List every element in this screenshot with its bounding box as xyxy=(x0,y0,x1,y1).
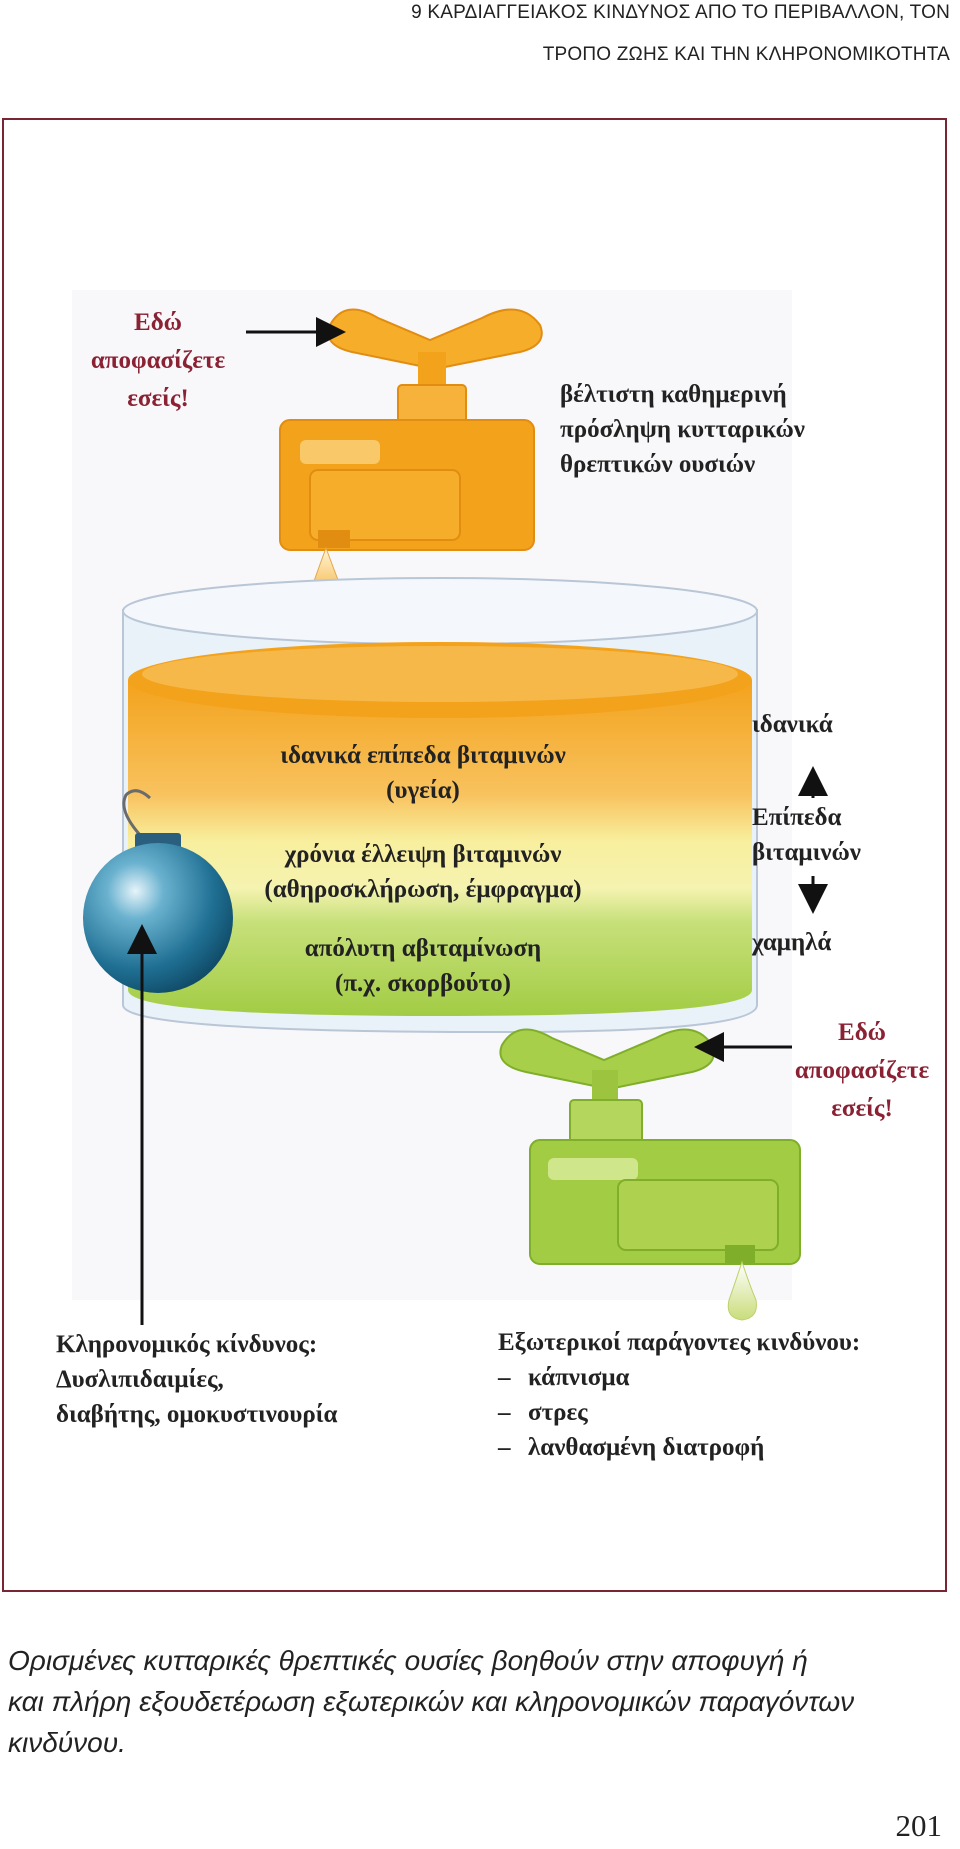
svg-text:–: – xyxy=(497,1399,511,1426)
top-faucet-icon xyxy=(279,308,543,551)
caption-line: Ορισμένες κυτταρικές θρεπτικές ουσίες βο… xyxy=(8,1645,808,1676)
scale-middle-line2: βιταμινών xyxy=(752,839,861,866)
bottom-faucet-icon xyxy=(499,1028,801,1265)
layer-absolute-line1: απόλυτη αβιταμίνωση xyxy=(305,935,542,962)
scale-middle-line1: Επίπεδα xyxy=(752,804,841,831)
figure-caption: Ορισμένες κυτταρικές θρεπτικές ουσίες βο… xyxy=(8,1640,948,1763)
top-decide-label: Εδώ αποφασίζετε εσείς! xyxy=(91,309,226,412)
svg-text:Κληρονομικός κίνδυνος:: Κληρονομικός κίνδυνος: xyxy=(56,1331,317,1358)
caption-line: κινδύνου. xyxy=(8,1727,126,1758)
layer-absolute-line2: (π.χ. σκορβούτο) xyxy=(335,970,511,997)
layer-chronic-line1: χρόνια έλλειψη βιταμινών xyxy=(284,841,562,868)
bomb-icon xyxy=(83,789,233,993)
svg-text:Εδώ: Εδώ xyxy=(134,309,182,336)
svg-text:εσείς!: εσείς! xyxy=(831,1095,893,1122)
svg-text:Δυσλιπιδαιμίες,: Δυσλιπιδαιμίες, xyxy=(56,1366,224,1393)
external-risk-text: Εξωτερικοί παράγοντες κινδύνου: – κάπνισ… xyxy=(497,1329,860,1461)
layer-ideal-line2: (υγεία) xyxy=(386,777,460,804)
vitamin-scale: ιδανικά Επίπεδα βιταμινών χαμηλά xyxy=(751,711,861,956)
running-header-line1: 9 ΚΑΡΔΙΑΓΓΕΙΑΚΟΣ ΚΙΝΔΥΝΟΣ ΑΠΟ ΤΟ ΠΕΡΙΒΑΛ… xyxy=(411,2,950,23)
bottom-decide-label: Εδώ αποφασίζετε εσείς! xyxy=(795,1019,930,1122)
svg-text:–: – xyxy=(497,1434,511,1461)
external-risk-item: στρες xyxy=(528,1399,588,1426)
layer-labels: ιδανικά επίπεδα βιταμινών (υγεία) χρόνια… xyxy=(264,742,581,997)
scale-bottom-label: χαμηλά xyxy=(751,929,831,956)
svg-text:πρόσληψη κυτταρικών: πρόσληψη κυτταρικών xyxy=(560,416,805,443)
svg-text:βέλτιστη καθημερινή: βέλτιστη καθημερινή xyxy=(560,381,787,408)
caption-line: και πλήρη εξουδετέρωση εξωτερικών και κλ… xyxy=(8,1686,855,1717)
running-header-line2: ΤΡΟΠΟ ΖΩΗΣ ΚΑΙ ΤΗΝ ΚΛΗΡΟΝΟΜΙΚΟΤΗΤΑ xyxy=(542,44,950,65)
layer-chronic-line2: (αθηροσκλήρωση, έμφραγμα) xyxy=(264,876,581,903)
bottom-drop-icon xyxy=(727,1260,757,1321)
external-risk-item: κάπνισμα xyxy=(528,1364,630,1391)
hereditary-risk-text: Κληρονομικός κίνδυνος: Δυσλιπιδαιμίες, δ… xyxy=(56,1331,337,1428)
scale-top-label: ιδανικά xyxy=(752,711,833,738)
external-risk-item: λανθασμένη διατροφή xyxy=(528,1434,764,1461)
vitamin-tank xyxy=(122,577,758,1034)
svg-text:Εδώ: Εδώ xyxy=(838,1019,886,1046)
figure-frame xyxy=(2,118,947,1592)
svg-text:αποφασίζετε: αποφασίζετε xyxy=(795,1057,930,1084)
intake-label: βέλτιστη καθημερινή πρόσληψη κυτταρικών … xyxy=(560,381,805,478)
svg-text:θρεπτικών ουσιών: θρεπτικών ουσιών xyxy=(560,451,755,478)
svg-text:αποφασίζετε: αποφασίζετε xyxy=(91,347,226,374)
page-number: 201 xyxy=(895,1808,943,1843)
layer-ideal-line1: ιδανικά επίπεδα βιταμινών xyxy=(280,742,566,769)
svg-text:εσείς!: εσείς! xyxy=(127,385,189,412)
svg-text:–: – xyxy=(497,1364,511,1391)
external-risk-title: Εξωτερικοί παράγοντες κινδύνου: xyxy=(498,1329,860,1356)
svg-text:διαβήτης, ομοκυστινουρία: διαβήτης, ομοκυστινουρία xyxy=(56,1401,337,1428)
